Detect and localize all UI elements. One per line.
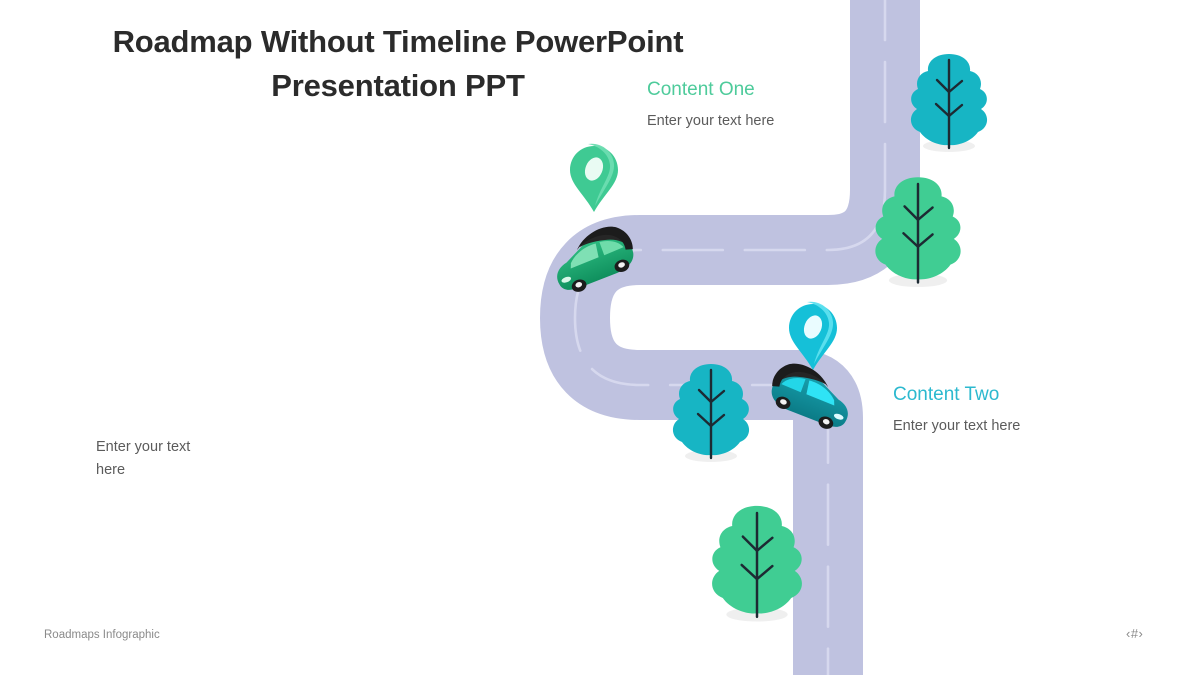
page-title: Roadmap Without Timeline PowerPoint Pres…	[112, 24, 684, 103]
tree-green-right	[875, 177, 961, 288]
content-two-body: Enter your text here	[893, 418, 1021, 434]
tree-trunk	[934, 58, 964, 150]
tree-trunk	[696, 368, 726, 460]
content-two-heading: Content Two	[893, 384, 1000, 405]
car-window-front	[806, 380, 835, 406]
content-three-block: Enter your text here	[96, 436, 216, 482]
tree-green-bottom	[712, 505, 802, 622]
car-cyan[interactable]	[763, 357, 859, 435]
content-three-body: Enter your text here	[96, 439, 191, 478]
car-headlight	[561, 276, 572, 283]
content-two-block: Content Two Enter your text here	[893, 383, 1143, 438]
tree-teal-middle	[672, 364, 750, 462]
car-window-rear	[599, 241, 624, 256]
pin-green-marker[interactable]	[570, 143, 618, 212]
car-window-front	[570, 243, 599, 269]
car-roof-edge	[772, 363, 829, 388]
tree-trunk	[902, 182, 934, 284]
footer-label: Roadmaps Infographic	[44, 629, 160, 641]
car-hubcap-rear	[618, 262, 625, 268]
content-one-block: Content One Enter your text here	[647, 78, 897, 133]
pin-hole	[803, 315, 823, 339]
pin-highlight	[588, 143, 615, 206]
slide-number-placeholder: ‹#›	[1126, 626, 1144, 641]
pin-hole	[584, 157, 604, 181]
tree-teal-top-right	[910, 54, 988, 152]
car-headlight	[833, 413, 844, 420]
car-roof-edge	[576, 226, 633, 251]
content-one-body: Enter your text here	[647, 113, 775, 129]
pin-cyan-marker[interactable]	[789, 301, 837, 370]
car-green[interactable]	[546, 220, 642, 298]
car-window-rear	[781, 378, 806, 393]
tree-trunk	[740, 511, 774, 619]
car-hubcap-front	[822, 419, 830, 425]
pin-highlight	[807, 301, 834, 364]
car-hubcap-rear	[780, 399, 787, 405]
car-hubcap-front	[575, 282, 583, 288]
content-one-heading: Content One	[647, 79, 755, 100]
